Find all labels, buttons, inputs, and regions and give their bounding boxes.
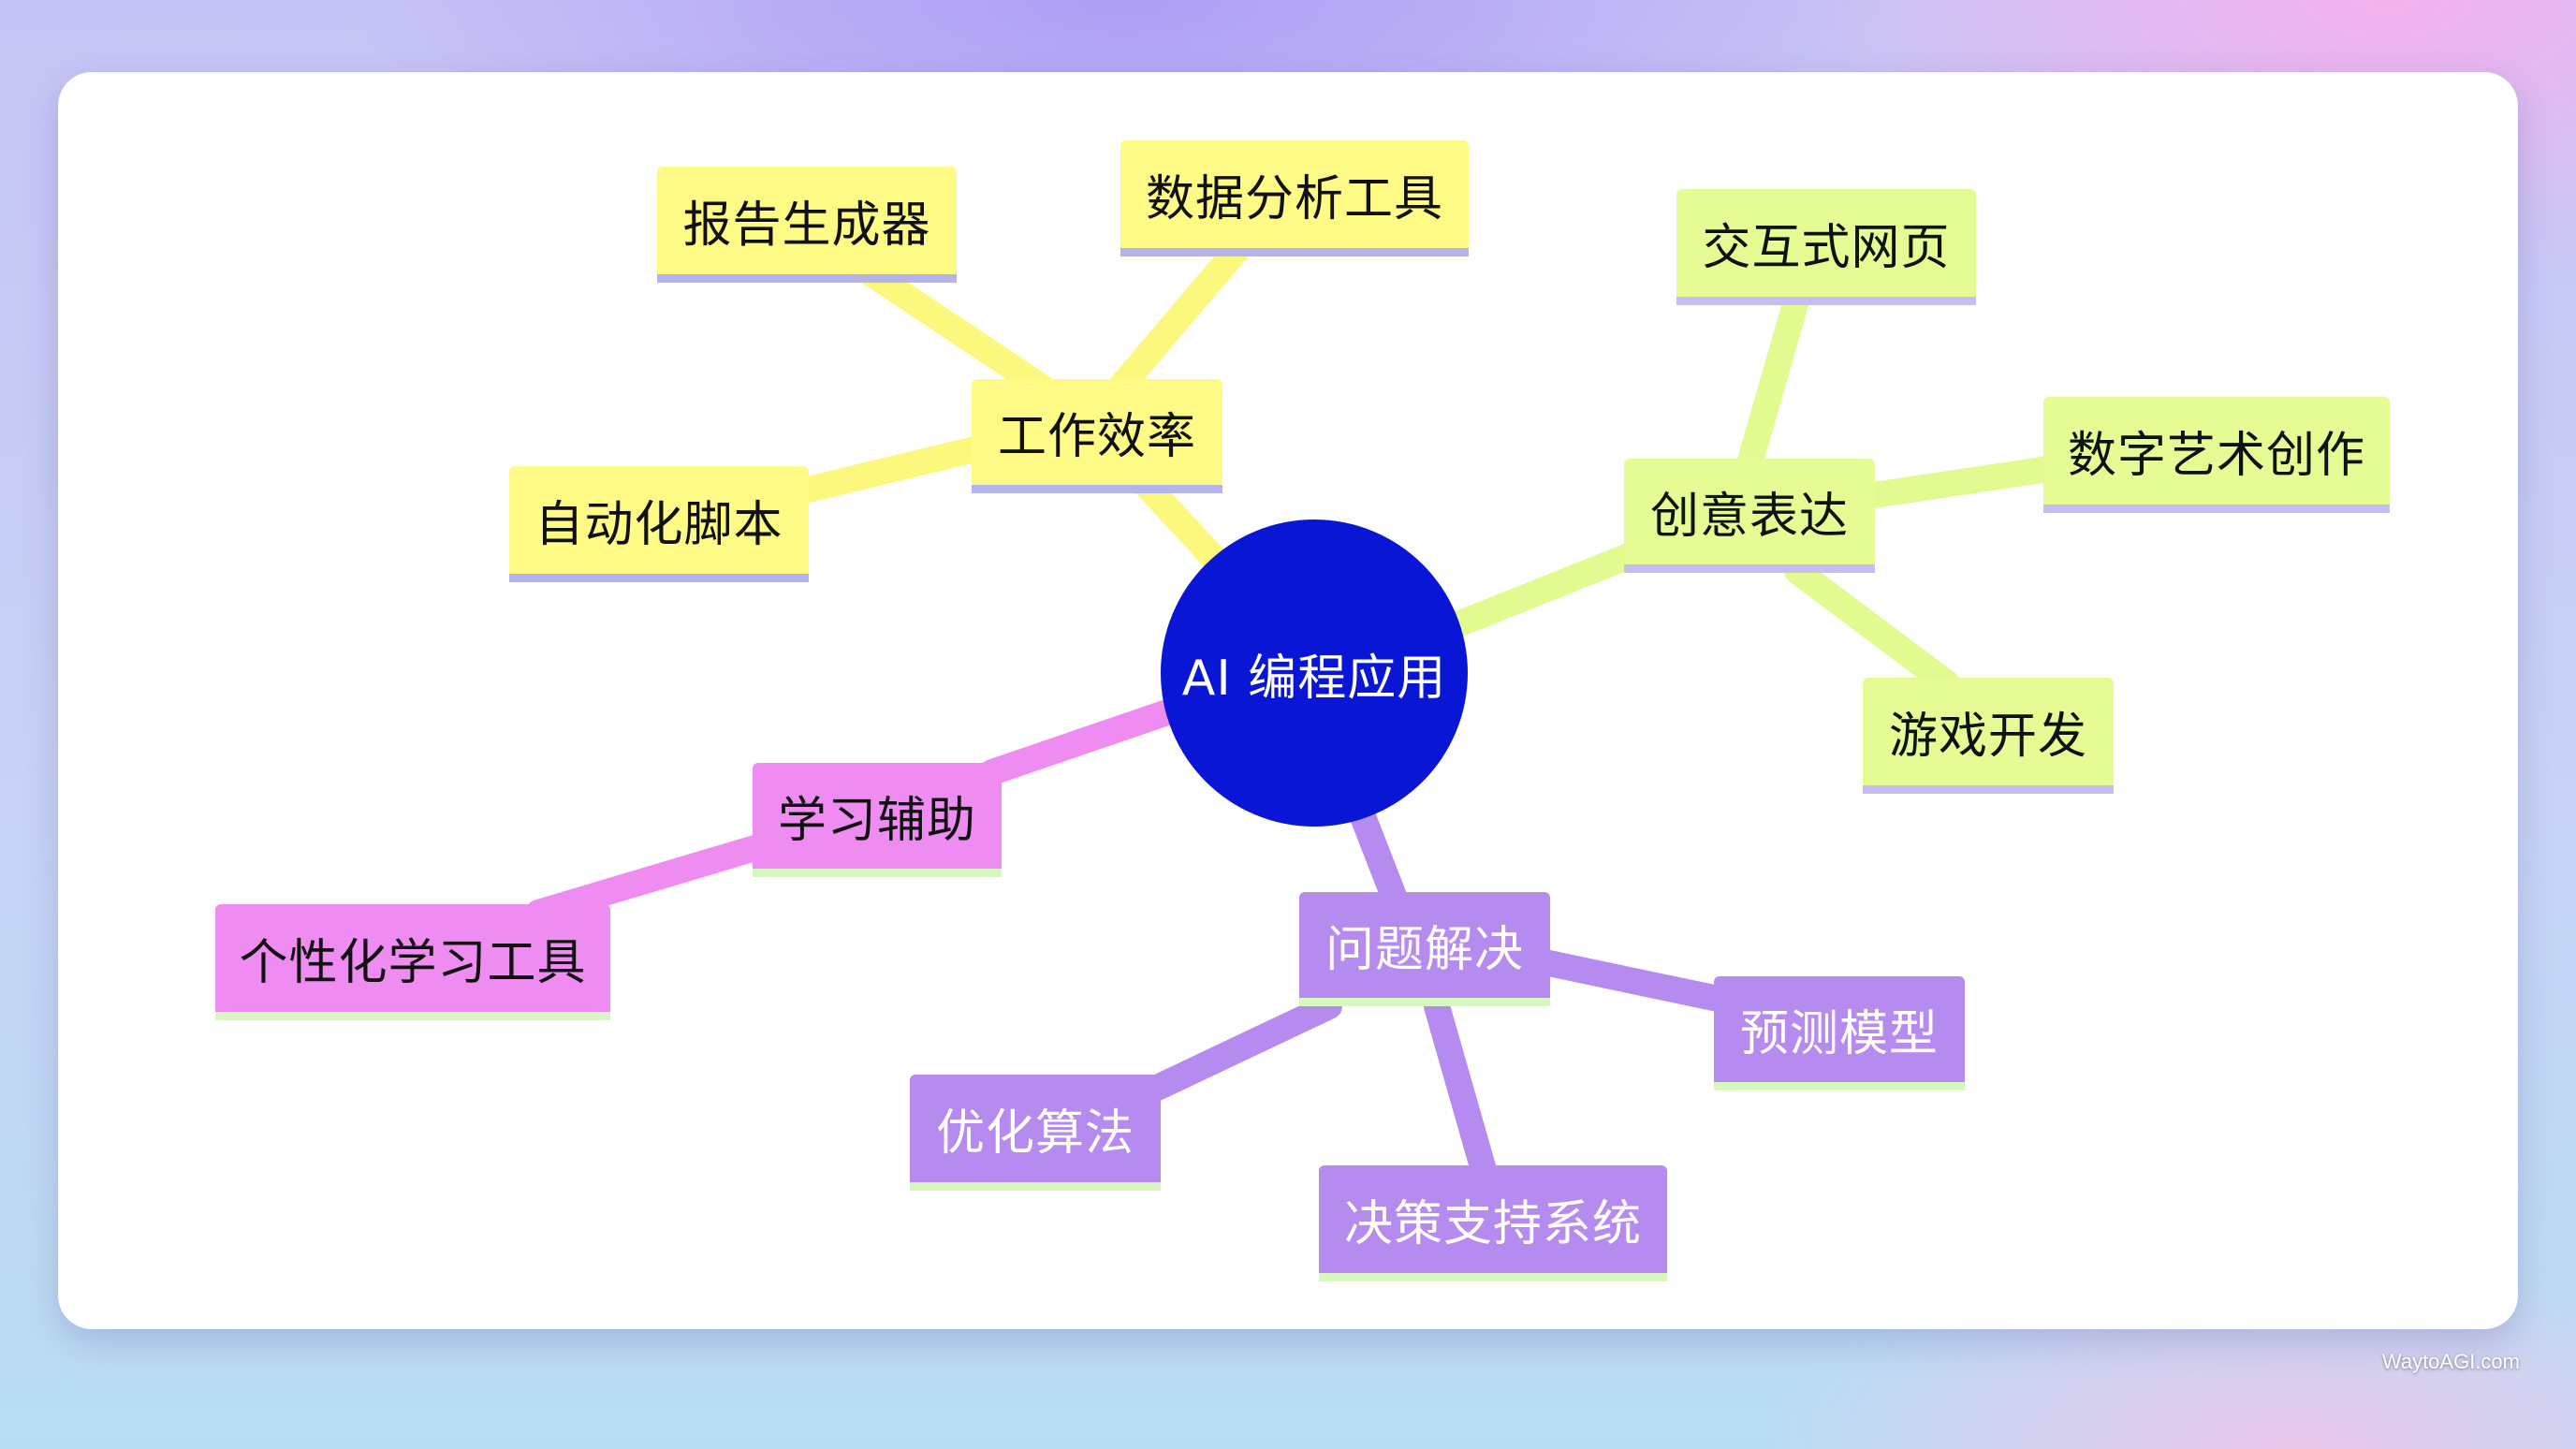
link-center-creative: [1442, 539, 1651, 638]
leaf-node-automation-script[interactable]: 自动化脚本: [509, 466, 809, 582]
branch-node-efficiency[interactable]: 工作效率: [972, 379, 1222, 493]
link-efficiency-script: [787, 434, 996, 505]
link-creative-web: [1737, 285, 1810, 474]
leaf-node-data-analysis-tool[interactable]: 数据分析工具: [1120, 140, 1469, 256]
leaf-node-interactive-web[interactable]: 交互式网页: [1676, 189, 1976, 305]
branch-node-creative[interactable]: 创意表达: [1624, 459, 1875, 573]
leaf-node-report-generator[interactable]: 报告生成器: [657, 167, 957, 283]
leaf-node-digital-art[interactable]: 数字艺术创作: [2043, 397, 2390, 513]
leaf-node-prediction-model[interactable]: 预测模型: [1714, 976, 1965, 1090]
leaf-node-optimization-algorithm[interactable]: 优化算法: [910, 1075, 1161, 1191]
link-problem-optimize: [1138, 993, 1342, 1104]
link-efficiency-report: [848, 254, 1057, 402]
leaf-node-personalized-learning[interactable]: 个性化学习工具: [215, 904, 610, 1020]
link-center-learning: [979, 698, 1183, 785]
link-creative-art: [1854, 455, 2068, 509]
link-problem-predict: [1531, 949, 1735, 1013]
watermark-text: WaytoAGI.com: [2381, 1350, 2520, 1373]
branch-node-learning[interactable]: 学习辅助: [753, 763, 1002, 877]
link-center-problem: [1349, 801, 1408, 912]
leaf-node-decision-support[interactable]: 决策支持系统: [1319, 1165, 1667, 1281]
link-learning-personal: [525, 834, 771, 926]
leaf-node-game-dev[interactable]: 游戏开发: [1863, 678, 2114, 794]
link-problem-decision: [1424, 993, 1497, 1183]
center-node[interactable]: AI 编程应用: [1161, 520, 1468, 827]
branch-node-problem-solving[interactable]: 问题解决: [1299, 892, 1550, 1006]
link-creative-game: [1784, 558, 1960, 696]
